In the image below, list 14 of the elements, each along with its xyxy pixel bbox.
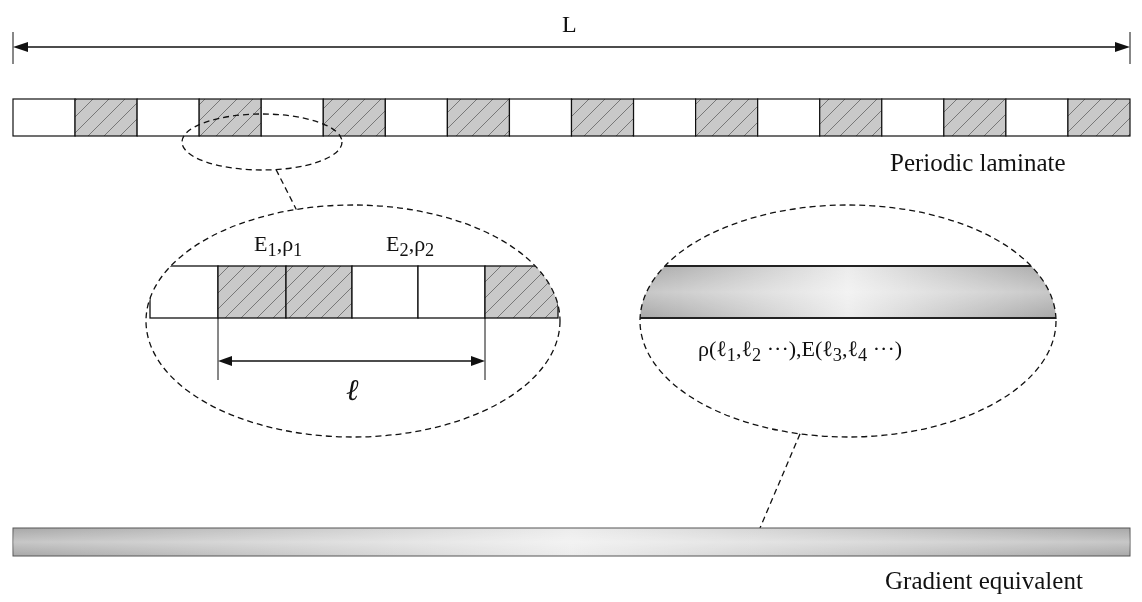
leader-line — [759, 433, 801, 529]
magnified-view-ellipse — [640, 205, 1056, 437]
material-label: E$_{1}$,ρ$_{1}$ — [254, 233, 303, 260]
magnifier-ellipse — [182, 114, 342, 170]
laminate-bar — [13, 99, 1130, 136]
leader-line — [275, 168, 297, 211]
material-label: E$_{2}$,ρ$_{2}$ — [386, 233, 435, 260]
dimension-label: L — [562, 12, 577, 36]
property-formula: ρ(ℓ$_{1}$,ℓ$_{2}$ ···),E(ℓ$_{3}$,ℓ$_{4}$ ···) — [698, 338, 903, 365]
dimension-label: ℓ — [346, 375, 359, 405]
node-label: Gradient equivalent — [885, 568, 1083, 593]
gradient-bar — [13, 528, 1130, 556]
magnified-view-ellipse — [146, 205, 560, 437]
node-label: Periodic laminate — [890, 150, 1066, 175]
